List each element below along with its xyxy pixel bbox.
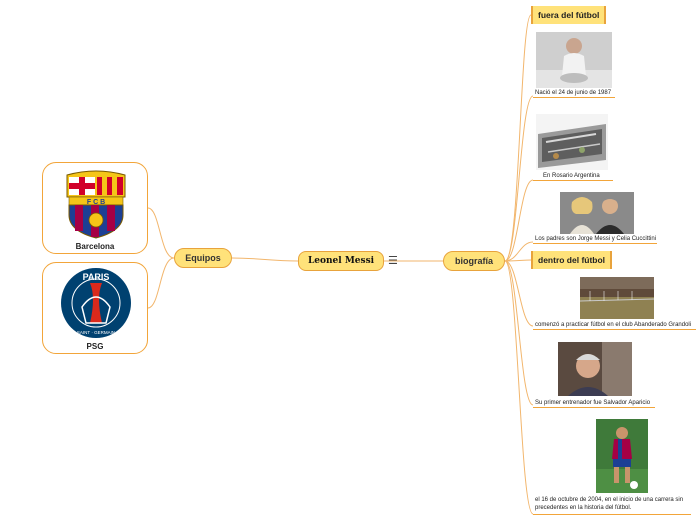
- biografia-node[interactable]: biografía: [443, 251, 505, 271]
- svg-text:PARIS: PARIS: [83, 272, 110, 282]
- caption-debut-line-1: el 16 de octubre de 2004, en el inicio d…: [535, 497, 684, 503]
- equipos-node[interactable]: Equipos: [174, 248, 232, 268]
- link-equipos-barcelona: [147, 207, 175, 259]
- player-photo: [596, 419, 648, 493]
- caption-club: comenzó a practicar fútbol en el club Ab…: [535, 322, 692, 328]
- team-name-psg: PSG: [86, 342, 104, 351]
- section-fuera-del-futbol[interactable]: fuera del fútbol: [531, 6, 607, 24]
- caption-underline: [533, 329, 696, 330]
- team-name-barcelona: Barcelona: [75, 242, 115, 251]
- section-title: dentro del fútbol: [538, 255, 606, 265]
- svg-text:SAINT · GERMAIN: SAINT · GERMAIN: [77, 330, 115, 335]
- central-topic-label: Leonel Messi: [307, 256, 375, 266]
- fcb-crest-icon: F C B: [66, 170, 126, 239]
- caption-coach: Su primer entrenador fue Salvador Aparic…: [535, 400, 651, 406]
- caption-underline: [533, 180, 613, 181]
- caption-underline: [533, 407, 655, 408]
- team-card-psg[interactable]: PARIS SAINT · GERMAIN PSG: [42, 262, 148, 354]
- coach-photo: [558, 342, 632, 396]
- link-central-equipos: [231, 257, 299, 262]
- link-equipos-psg: [147, 257, 175, 309]
- caption-debut-line-2: precedentes en la historia del fútbol.: [535, 505, 632, 511]
- psg-crest-icon: PARIS SAINT · GERMAIN: [61, 268, 131, 338]
- equipos-label: Equipos: [185, 253, 221, 263]
- parents-photo: [560, 192, 634, 234]
- central-topic[interactable]: Leonel Messi: [298, 251, 384, 271]
- hamburger-menu-icon[interactable]: ☰: [388, 255, 398, 267]
- caption-city: En Rosario Argentina: [543, 173, 600, 179]
- caption-parents: Los padres son Jorge Messi y Celia Cucci…: [535, 236, 657, 242]
- caption-underline: [533, 97, 615, 98]
- section-title: fuera del fútbol: [538, 10, 600, 20]
- biografia-label: biografía: [454, 256, 493, 266]
- baby-photo: [536, 32, 612, 88]
- caption-underline: [533, 243, 657, 244]
- svg-text:F C B: F C B: [87, 199, 105, 206]
- city-aerial-photo: [536, 114, 608, 170]
- caption-birth: Nació el 24 de junio de 1987: [535, 90, 612, 96]
- section-dentro-del-futbol[interactable]: dentro del fútbol: [531, 251, 613, 269]
- caption-underline: [533, 514, 691, 515]
- team-card-barcelona[interactable]: F C B Barcelona: [42, 162, 148, 254]
- football-field-photo: [580, 277, 654, 319]
